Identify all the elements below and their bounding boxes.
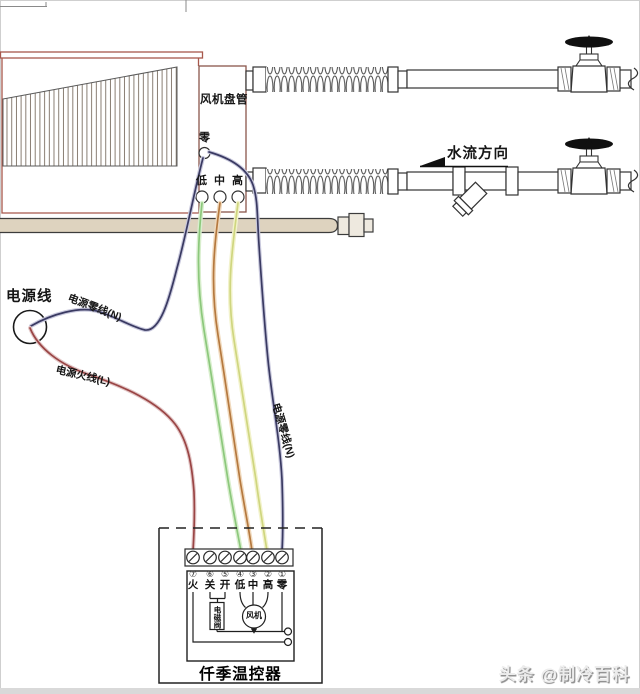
water-flow-label: 水流方向 — [447, 146, 509, 162]
terminal-label-high: 高 — [262, 579, 274, 591]
fan-coil-speed-label-low: 低 — [196, 175, 207, 187]
terminal-label-open: 开 — [219, 579, 231, 591]
wires — [28, 150, 285, 554]
wire-fan-mid — [212, 202, 253, 552]
wire-fan-high — [229, 202, 268, 552]
lower-water-line — [245, 166, 639, 218]
water-flow-arrow — [420, 157, 508, 168]
fan-coil-control-box — [198, 65, 247, 213]
y-strainer-leg — [451, 181, 488, 218]
upper-water-line — [245, 66, 639, 93]
shutoff-valve-lower — [557, 136, 621, 195]
terminal-label-mid: 中 — [247, 579, 259, 591]
solenoid-valve-label: 电磁阀 — [213, 605, 222, 629]
bottom-border — [0, 688, 640, 694]
thermostat-name: 仟季温控器 — [199, 666, 282, 683]
fan-coil-neutral-label: 零 — [199, 132, 210, 144]
thermostat-box — [158, 527, 323, 684]
terminal-number-4: ④ — [235, 569, 245, 579]
terminal-label-live: 火 — [187, 579, 199, 591]
ceiling-marks — [0, 0, 187, 12]
terminal-screws — [186, 550, 289, 565]
watermark: 头条 @制冷百科 — [498, 665, 630, 684]
coil-hatch — [2, 66, 178, 167]
shutoff-valve-upper — [557, 34, 621, 93]
flex-hose-lower — [266, 169, 388, 194]
wire-fan-low — [197, 202, 242, 552]
flex-hose-upper — [266, 67, 388, 92]
terminal-label-neutral: 零 — [276, 579, 288, 591]
thermostat-terminal-strip — [184, 548, 294, 567]
wire-fan-neutral — [208, 151, 284, 552]
fan-coil-speed-label-mid: 中 — [214, 175, 225, 187]
terminal-number-3: ③ — [248, 569, 258, 579]
terminal-number-1: ① — [277, 569, 287, 579]
wire-power-live — [29, 327, 196, 552]
terminal-number-5: ⑤ — [220, 569, 230, 579]
terminal-label-close: 关 — [204, 579, 216, 591]
fan-coil-casing — [0, 51, 247, 214]
drain-pipe — [0, 212, 374, 238]
wire-power-neutral — [30, 157, 204, 331]
terminal-label-low: 低 — [234, 579, 246, 591]
fan-motor-label: 风机 — [246, 611, 262, 620]
power-line-label: 电源线 — [6, 289, 53, 305]
junction-point-upper — [283, 627, 293, 636]
terminal-number-2: ② — [263, 569, 273, 579]
junction-point-lower — [283, 637, 293, 647]
fan-coil-speed-label-high: 高 — [232, 175, 243, 187]
terminal-number-6: ⑥ — [205, 569, 215, 579]
thermostat-inner-box — [186, 570, 295, 662]
terminal-number-7: ⑦ — [188, 569, 198, 579]
fan-coil-label: 风机盘管 — [200, 94, 248, 106]
thermostat-internal-wiring — [192, 591, 293, 647]
